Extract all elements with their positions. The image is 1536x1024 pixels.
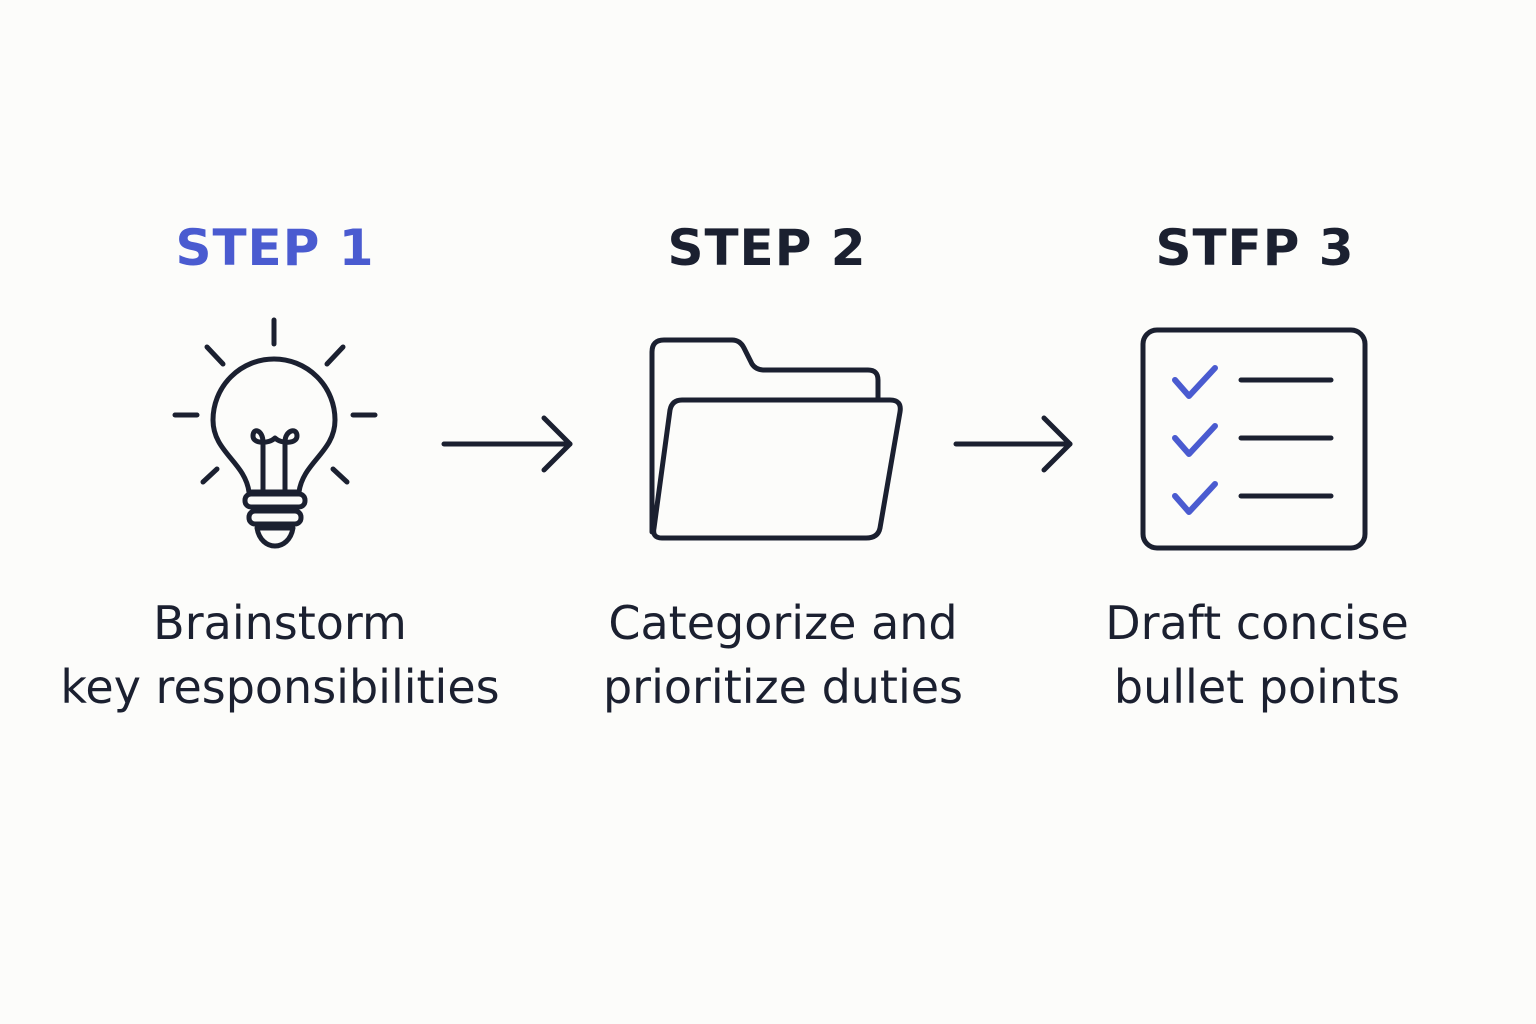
step-2-description: Categorize and prioritize duties <box>543 591 1023 719</box>
step-2-description-line-2: prioritize duties <box>602 660 964 714</box>
step-2-title: STEP 2 <box>667 219 867 277</box>
arrow-right-icon <box>953 415 1073 473</box>
check-icon <box>1172 365 1218 399</box>
step-1-description-line-1: Brainstorm <box>153 596 407 650</box>
folder-icon <box>649 337 903 541</box>
step-2-description-line-1: Categorize and <box>608 596 958 650</box>
arrow-right-icon <box>441 415 573 473</box>
checklist-icon <box>1140 327 1368 551</box>
check-icon <box>1172 481 1218 515</box>
lightbulb-icon <box>172 317 378 549</box>
step-3-description-line-1: Draft concise <box>1105 596 1409 650</box>
step-1-description-line-2: key responsibilities <box>60 660 500 714</box>
check-icon <box>1172 423 1218 457</box>
step-3-title: STFP 3 <box>1155 219 1355 277</box>
step-1-title: STEP 1 <box>175 219 375 277</box>
step-3-description-line-2: bullet points <box>1113 660 1401 714</box>
step-1-description: Brainstorm key responsibilities <box>40 591 520 719</box>
step-3-description: Draft concise bullet points <box>1017 591 1497 719</box>
